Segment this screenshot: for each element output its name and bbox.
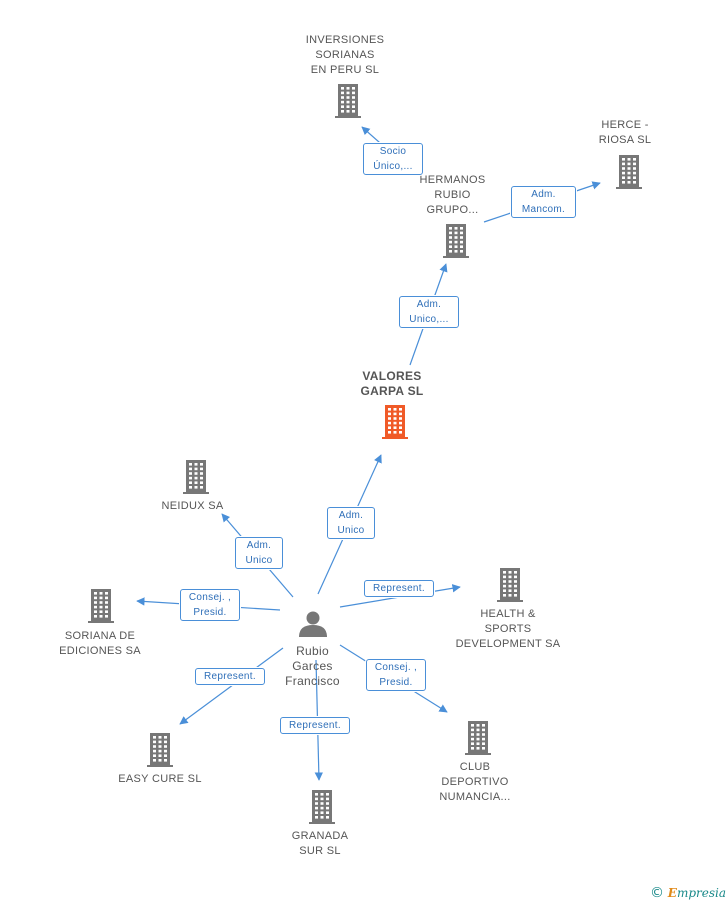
- edge-label-represent-health: Represent.: [364, 580, 434, 597]
- building-icon-valores[interactable]: [382, 405, 408, 439]
- building-icon-soriana[interactable]: [88, 589, 114, 623]
- company-label-easycure[interactable]: EASY CURE SL: [118, 773, 202, 785]
- building-icon-health[interactable]: [497, 568, 523, 602]
- edge-person-to-easycure: [179, 647, 284, 725]
- edge-label-admunico-neidux: Adm. Unico: [235, 537, 283, 569]
- edge-label-socio: Socio Único,...: [363, 143, 423, 175]
- person-icon[interactable]: [299, 611, 327, 638]
- company-label-hermanos[interactable]: HERMANOS RUBIO GRUPO...: [419, 174, 486, 216]
- company-label-herce[interactable]: HERCE - RIOSA SL: [598, 119, 652, 146]
- person-label[interactable]: Rubio Garces Francisco: [285, 644, 340, 688]
- company-label-granada[interactable]: GRANADA SUR SL: [291, 830, 349, 857]
- edge-label-consej-club: Consej. , Presid.: [366, 659, 426, 691]
- edge-person-to-health: [339, 584, 461, 608]
- building-icon-herce[interactable]: [616, 155, 642, 189]
- company-label-health[interactable]: HEALTH & SPORTS DEVELOPMENT SA: [455, 608, 561, 650]
- company-label-neidux[interactable]: NEIDUX SA: [161, 500, 224, 512]
- building-icon-inversiones[interactable]: [335, 84, 361, 118]
- building-icon-club[interactable]: [465, 721, 491, 755]
- brand-rest: mpresia: [676, 886, 726, 900]
- edge-label-represent-granada: Represent.: [280, 717, 350, 734]
- company-label-club[interactable]: CLUB DEPORTIVO NUMANCIA...: [439, 761, 511, 803]
- company-label-soriana[interactable]: SORIANA DE EDICIONES SA: [59, 630, 141, 657]
- edge-label-consej-soriana: Consej. , Presid.: [180, 589, 240, 621]
- building-icon-neidux[interactable]: [183, 460, 209, 494]
- edge-label-represent-easy: Represent.: [195, 668, 265, 685]
- copyright-icon: ©: [649, 885, 664, 901]
- building-icon-hermanos[interactable]: [443, 224, 469, 258]
- company-label-inversiones[interactable]: INVERSIONES SORIANAS EN PERU SL: [305, 34, 385, 76]
- building-icon-granada[interactable]: [309, 790, 335, 824]
- edge-label-admmancom: Adm. Mancom.: [511, 186, 576, 218]
- brand-e: E: [667, 886, 677, 900]
- building-icon-easycure[interactable]: [147, 733, 173, 767]
- empresia-watermark: © Empresia: [650, 885, 726, 901]
- center-company-label[interactable]: VALORES GARPA SL: [360, 369, 424, 398]
- edge-label-admunico-person: Adm. Unico: [327, 507, 375, 539]
- edge-label-admunico-valores: Adm. Unico,...: [399, 296, 459, 328]
